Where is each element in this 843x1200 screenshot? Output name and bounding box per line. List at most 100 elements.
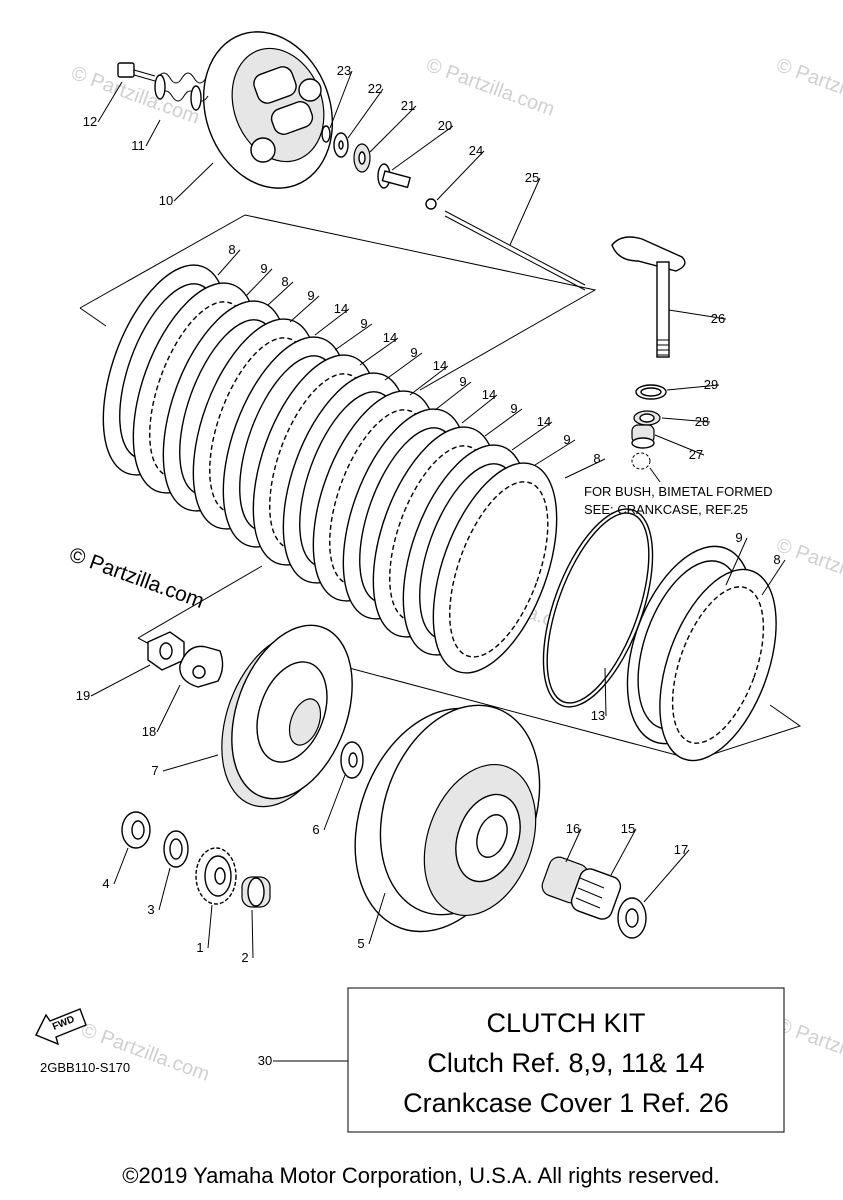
callout-number: 13 bbox=[591, 708, 605, 723]
callout-number: 5 bbox=[357, 936, 364, 951]
callout-number: 9 bbox=[260, 261, 267, 276]
lock-washer bbox=[179, 645, 224, 688]
callout-leader bbox=[654, 434, 705, 456]
callout-number: 9 bbox=[360, 316, 367, 331]
callout-number: 19 bbox=[76, 688, 90, 703]
bearing-seal bbox=[633, 410, 661, 426]
watermark-main: © Partzilla.com bbox=[66, 543, 207, 613]
copyright-text: ©2019 Yamaha Motor Corporation, U.S.A. A… bbox=[122, 1163, 719, 1188]
clutch-plate bbox=[432, 462, 558, 674]
bush-2 bbox=[241, 876, 271, 908]
clutch-kit-box bbox=[347, 987, 785, 1133]
clutch-boss bbox=[221, 624, 353, 808]
callout-number: 22 bbox=[368, 81, 382, 96]
callout-number: 8 bbox=[281, 274, 288, 289]
primary-drive-gear bbox=[195, 847, 237, 905]
callout-leader bbox=[289, 295, 320, 323]
collar bbox=[121, 811, 151, 849]
bearing bbox=[353, 143, 371, 173]
callout-layer: 1234567888899999999101112131414141414151… bbox=[76, 63, 786, 1068]
callout-leader bbox=[391, 125, 454, 171]
callout-number: 9 bbox=[410, 345, 417, 360]
clutch-spring bbox=[154, 72, 209, 111]
needle-bearing-2 bbox=[570, 868, 622, 920]
callout-leader bbox=[534, 439, 576, 466]
callout-leader bbox=[511, 421, 553, 451]
callout-leader bbox=[368, 892, 386, 945]
callout-leader bbox=[666, 384, 720, 391]
plate-group-bracket-bottom bbox=[137, 565, 263, 639]
callout-leader bbox=[173, 162, 214, 202]
callout-leader bbox=[610, 828, 637, 876]
callout-number: 14 bbox=[383, 330, 397, 345]
bush-dashed bbox=[631, 452, 651, 470]
callout-number: 8 bbox=[593, 451, 600, 466]
callout-leader bbox=[329, 70, 353, 129]
diagram-code: 2GBB110-S170 bbox=[40, 1060, 130, 1075]
callout-number: 14 bbox=[433, 358, 447, 373]
callout-number: 3 bbox=[147, 902, 154, 917]
callout-leader bbox=[643, 849, 690, 903]
callout-leader bbox=[323, 774, 346, 831]
callout-number: 27 bbox=[689, 447, 703, 462]
callout-number: 14 bbox=[482, 387, 496, 402]
push-rod-2 bbox=[444, 210, 586, 291]
leader-line bbox=[649, 467, 661, 483]
callout-leader bbox=[384, 352, 423, 381]
callout-leader bbox=[158, 867, 171, 911]
washer-3 bbox=[163, 830, 189, 868]
callout-leader bbox=[725, 537, 748, 586]
clutch-plate bbox=[659, 568, 777, 762]
callout-number: 23 bbox=[337, 63, 351, 78]
callout-leader bbox=[251, 909, 254, 959]
callout-leader bbox=[436, 150, 485, 201]
callout-leader bbox=[334, 323, 373, 351]
callout-number: 26 bbox=[711, 311, 725, 326]
callout-number: 7 bbox=[151, 763, 158, 778]
callout-number: 25 bbox=[525, 170, 539, 185]
callout-leader bbox=[668, 309, 727, 320]
callout-number: 18 bbox=[142, 724, 156, 739]
note-line2: SEE: CRANKCASE, REF.25 bbox=[584, 502, 748, 517]
callout-number: 17 bbox=[674, 842, 688, 857]
callout-number: 21 bbox=[401, 98, 415, 113]
callout-number: 9 bbox=[459, 374, 466, 389]
callout-number: 9 bbox=[510, 401, 517, 416]
clutch-housing bbox=[354, 704, 541, 933]
ball bbox=[425, 198, 437, 210]
callout-number: 9 bbox=[307, 288, 314, 303]
oil-seal bbox=[635, 384, 667, 400]
callout-number: 10 bbox=[159, 193, 173, 208]
callout-leader bbox=[461, 394, 498, 424]
callout-leader bbox=[564, 458, 606, 479]
clutch-kit-line2: Crankcase Cover 1 Ref. 26 bbox=[403, 1088, 729, 1118]
callout-leader bbox=[97, 81, 123, 123]
circlip bbox=[321, 125, 331, 143]
pressure-plate bbox=[202, 31, 334, 189]
callout-number: 8 bbox=[773, 552, 780, 567]
callout-number: 15 bbox=[621, 821, 635, 836]
callout-number: 1 bbox=[196, 940, 203, 955]
callout-leader bbox=[314, 308, 350, 336]
push-lever-shaft bbox=[611, 236, 686, 358]
callout-number: 12 bbox=[83, 114, 97, 129]
callout-number: 20 bbox=[438, 118, 452, 133]
callout-leader bbox=[267, 281, 294, 306]
watermark-text: © Partzilla.com bbox=[773, 54, 843, 121]
watermark-text: © Partzilla.com bbox=[423, 54, 557, 121]
watermark-text: © Partzilla.com bbox=[78, 1019, 212, 1086]
callout-number: 9 bbox=[735, 530, 742, 545]
callout-leader bbox=[661, 417, 711, 423]
callout-leader bbox=[604, 667, 607, 717]
callout-number: 30 bbox=[258, 1053, 272, 1068]
thrust-washer bbox=[340, 741, 364, 779]
callout-leader bbox=[509, 177, 541, 246]
callout-leader bbox=[113, 847, 129, 885]
callout-leader bbox=[347, 88, 384, 139]
plate-group-bracket-bottom bbox=[337, 664, 802, 761]
plate-stack bbox=[102, 264, 558, 674]
needle-bearing bbox=[631, 424, 655, 449]
washer-17 bbox=[617, 897, 647, 939]
callout-leader bbox=[359, 337, 399, 366]
